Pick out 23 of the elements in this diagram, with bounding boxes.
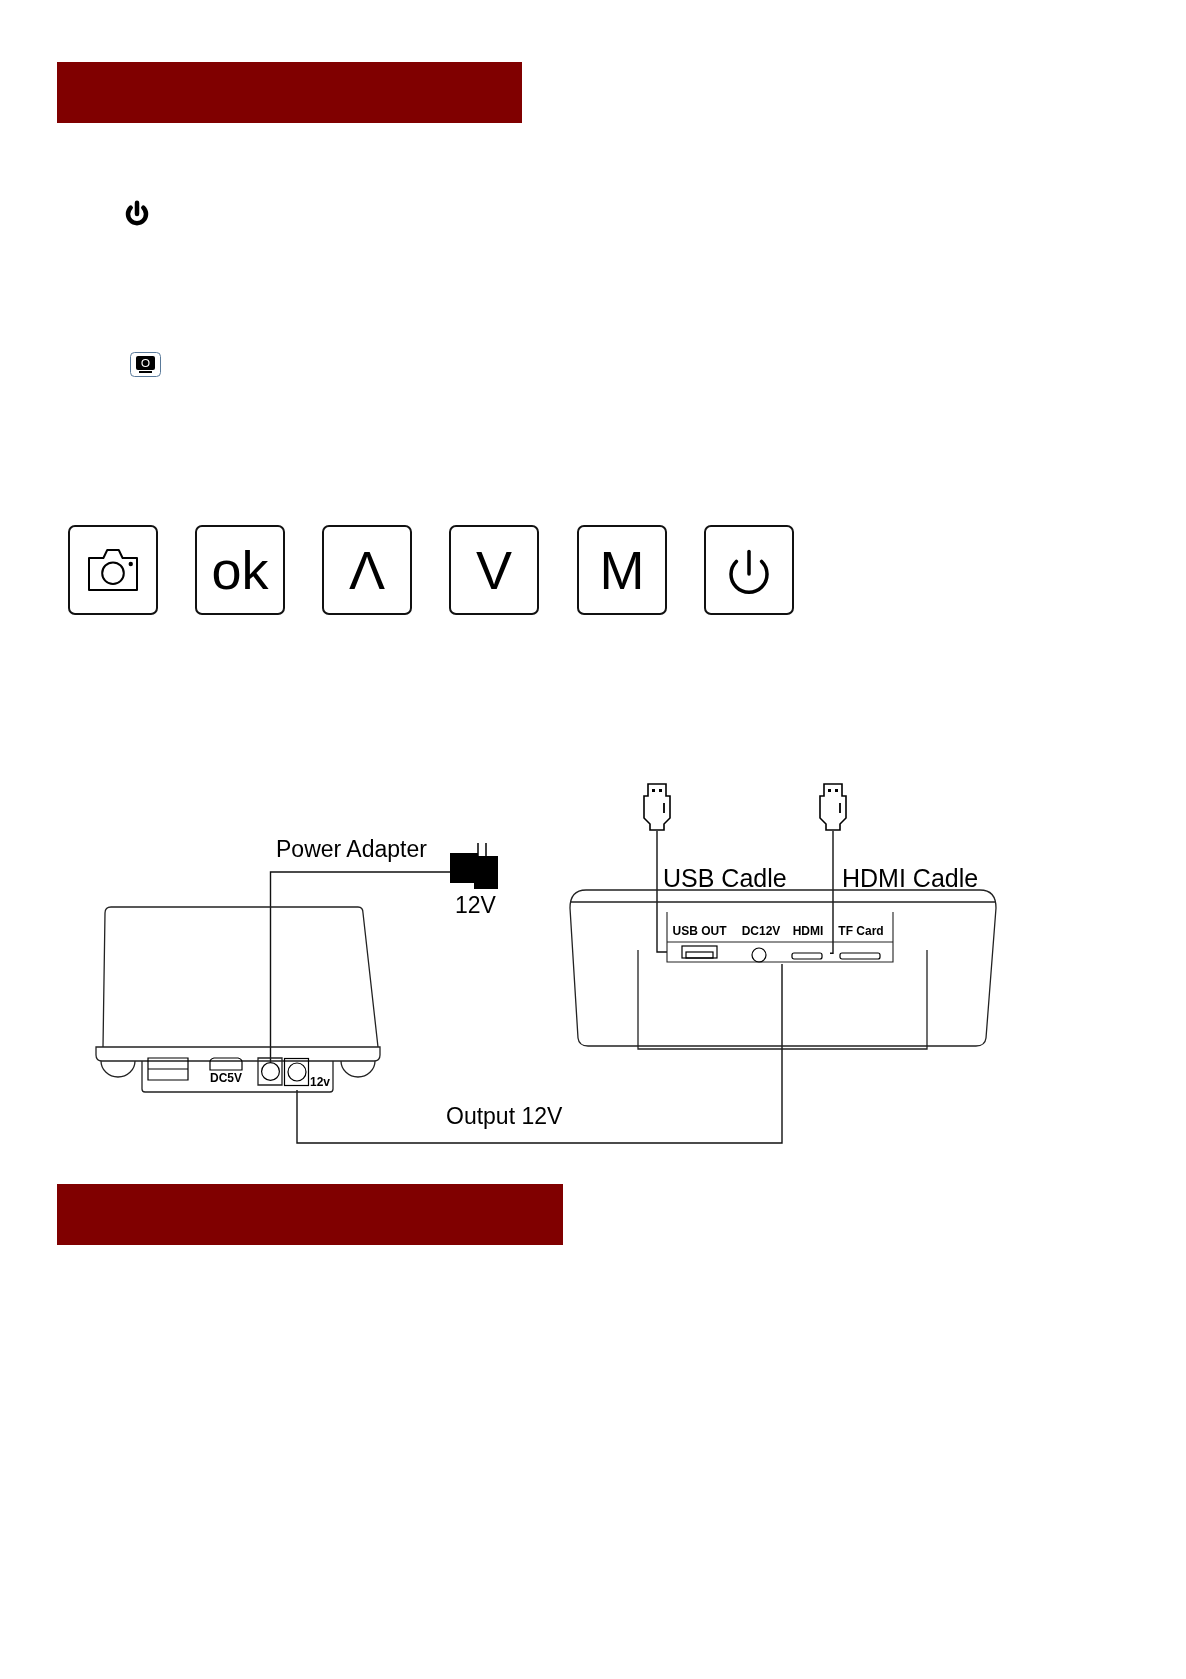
dc5v-port: DC5V (205, 1056, 247, 1088)
edge-label: HDMI Cadle (842, 864, 979, 893)
cable-line (296, 963, 783, 1144)
up-key: Λ (322, 525, 412, 615)
cable-line (269, 871, 451, 1063)
dc-jack: DC12V (735, 922, 787, 964)
voltage-label: 12V (455, 892, 496, 919)
edge-label: USB Cadle (663, 864, 787, 893)
card-slot: TF Card (834, 922, 888, 962)
hdmi-plug (816, 783, 850, 831)
cable-line (656, 830, 668, 953)
camera-key (68, 525, 158, 615)
usb-plug (640, 783, 674, 831)
power-key (704, 525, 794, 615)
edge-label: Output 12V (446, 1103, 563, 1130)
power-input-jack (261, 1062, 280, 1081)
cable-line (829, 830, 834, 954)
usb-port: USB OUT (667, 922, 732, 962)
ok-key: ok (195, 525, 285, 615)
hdmi-port: HDMI (786, 922, 830, 962)
menu-key: M (577, 525, 667, 615)
down-key: V (449, 525, 539, 615)
edge-label: Power Adapter (276, 836, 427, 863)
